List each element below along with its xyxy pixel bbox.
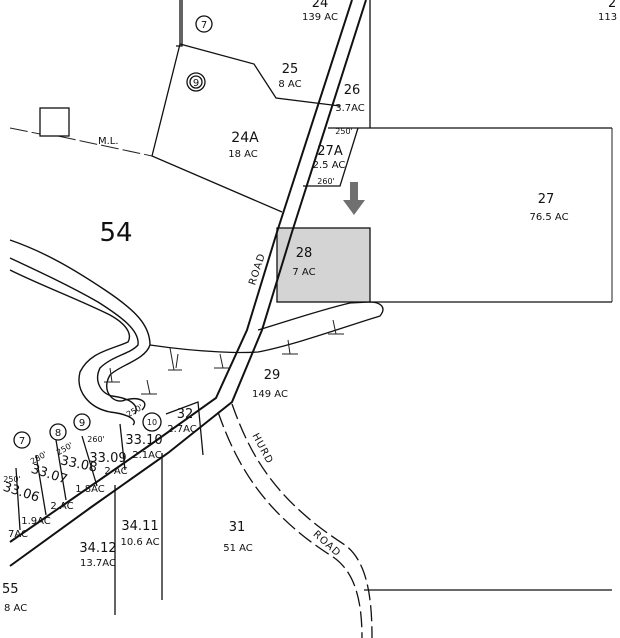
parcel-33-10-area: 2.1AC bbox=[132, 450, 162, 461]
parcel-top-right-area: 113 bbox=[598, 12, 617, 23]
parcel-28-area: 7 AC bbox=[292, 267, 315, 278]
parcel-7-boundary bbox=[176, 0, 183, 47]
main-road-west-edge bbox=[9, 0, 353, 543]
parcel-31-number: 31 bbox=[229, 520, 246, 535]
parcel-26-area: 3.7AC bbox=[335, 103, 365, 114]
dim-label: 260' bbox=[87, 435, 104, 444]
circle-label: 9 bbox=[193, 78, 199, 89]
circle-label: 9 bbox=[79, 418, 85, 429]
parcel-27-number: 27 bbox=[538, 192, 555, 207]
stream-upper bbox=[9, 239, 151, 411]
parcel-28-number: 28 bbox=[296, 246, 313, 261]
parcel-edge-area: 7AC bbox=[8, 529, 28, 540]
parcel-55-area: 8 AC bbox=[4, 603, 27, 614]
down-arrow-icon bbox=[343, 182, 365, 215]
circle-marker-inner bbox=[189, 75, 203, 89]
road-label-hurd-road: ROAD bbox=[311, 529, 343, 559]
parcel-25-number: 25 bbox=[282, 62, 299, 77]
circle-marker bbox=[195, 15, 213, 33]
circle-label: 10 bbox=[147, 418, 157, 427]
parcel-31-area: 51 AC bbox=[223, 543, 253, 554]
parcel-33-09-area: 2 AC bbox=[104, 466, 127, 477]
parcel-33-07-area: 2 AC bbox=[50, 501, 73, 512]
circle-marker bbox=[142, 412, 162, 432]
parcel-33-10-number: 33.10 bbox=[125, 433, 162, 448]
marsh-symbol bbox=[214, 353, 230, 369]
circle-label: 8 bbox=[55, 428, 61, 439]
main-road-east-edge bbox=[9, 0, 367, 567]
parcel-24-number: 24 bbox=[312, 0, 329, 11]
parcel-34-12-area: 13.7AC bbox=[80, 558, 116, 569]
lot-lines-33 bbox=[15, 401, 204, 600]
parcel-24a-boundary bbox=[151, 43, 283, 213]
hurd-road-west bbox=[217, 411, 363, 638]
dim-label: 260' bbox=[317, 177, 334, 186]
parcel-34-11-area: 10.6 AC bbox=[120, 537, 159, 548]
parcel-32-area: 2.7AC bbox=[167, 424, 197, 435]
dim-label: 250' bbox=[3, 475, 20, 484]
parcel-27a-bottom-line bbox=[303, 127, 359, 187]
parcel-55-number: 55 bbox=[2, 582, 19, 597]
marsh-symbol bbox=[104, 367, 120, 383]
parcel-24-area: 139 AC bbox=[302, 12, 338, 23]
parcel-29-number: 29 bbox=[264, 368, 281, 383]
parcel-29-area: 149 AC bbox=[252, 389, 288, 400]
parcel-27-area: 76.5 AC bbox=[529, 212, 568, 223]
circle-label: 7 bbox=[201, 20, 207, 31]
parcel-25-boundary bbox=[179, 0, 341, 107]
dim-label: 250' bbox=[125, 403, 145, 420]
circle-marker bbox=[186, 72, 206, 92]
dim-label: 250' bbox=[335, 127, 352, 136]
parcel-24a-number: 24A bbox=[231, 130, 259, 146]
parcel-34-11-number: 34.11 bbox=[121, 519, 158, 534]
marsh-symbol bbox=[328, 319, 344, 335]
stream-middle bbox=[9, 257, 139, 415]
ml-label: M.L. bbox=[98, 136, 119, 147]
small-structure bbox=[39, 107, 70, 137]
marsh-symbol bbox=[141, 379, 157, 395]
ml-line bbox=[9, 127, 153, 157]
parcel-33-06-area: 1.9AC bbox=[21, 516, 51, 527]
parcel-33-09-number: 33.09 bbox=[89, 451, 126, 466]
parcel-27a-number: 27A bbox=[317, 144, 343, 159]
parcel-34-12-number: 34.12 bbox=[79, 541, 116, 556]
parcel-27a-area: 2.5 AC bbox=[313, 160, 346, 171]
parcel-25-area: 8 AC bbox=[278, 79, 301, 90]
parcel-28-highlight bbox=[276, 227, 371, 303]
marsh-symbol bbox=[282, 339, 298, 355]
parcel-top-right-number: 2 bbox=[608, 0, 616, 11]
hurd-road-east bbox=[231, 403, 373, 638]
circle-label: 7 bbox=[19, 436, 25, 447]
parcel-26-number: 26 bbox=[344, 83, 361, 98]
parcel-24a-area: 18 AC bbox=[228, 149, 258, 160]
parcel-33-08-area: 1.8AC bbox=[75, 484, 105, 495]
parcel-29-lens bbox=[149, 301, 384, 354]
parcel-32-number: 32 bbox=[177, 407, 194, 422]
big-parcel-54: 54 bbox=[99, 218, 132, 248]
marsh-symbol bbox=[168, 347, 182, 371]
stream-lower bbox=[9, 269, 135, 426]
circle-marker bbox=[13, 431, 31, 449]
circle-marker bbox=[49, 423, 67, 441]
road-label-hurd: HURD bbox=[249, 431, 274, 466]
circle-marker bbox=[73, 413, 91, 431]
